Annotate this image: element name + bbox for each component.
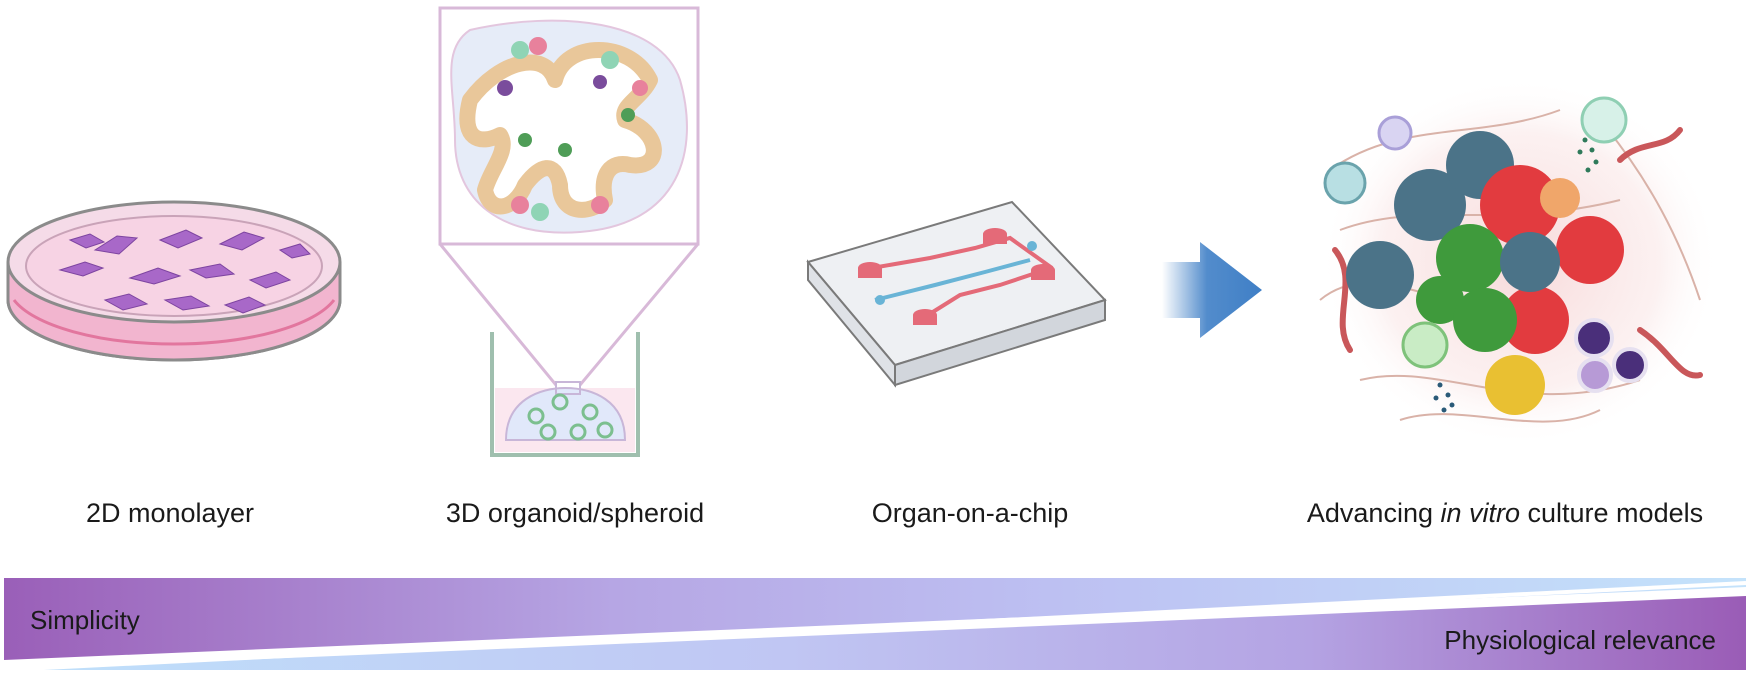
label-advancing-italic: in vitro [1440,498,1521,528]
spheroid-icon [527,393,614,441]
simplicity-label: Simplicity [30,605,140,635]
label-advancing-after: culture models [1520,498,1704,528]
cytokine-icon [1577,137,1599,173]
label-monolayer: 2D monolayer [85,498,255,528]
label-organ-on-chip: Organ-on-a-chip [871,498,1069,528]
immune-cell-icon [1323,96,1648,393]
organoid-icon [438,6,700,457]
gradient-bar [3,578,1747,672]
organoid-cell-icon [497,37,648,221]
microfluidic-chip-icon [806,200,1107,388]
tumor-cell-icon [1346,131,1624,415]
chip-port-icon [858,228,1055,325]
cell-icon [58,229,311,314]
label-advancing-before: Advancing [1306,498,1441,528]
tumor-microenvironment-icon [1319,77,1720,447]
petri-dish-icon [6,200,342,362]
arrow-right-icon [1162,242,1262,338]
label-advancing-models: Advancing in vitro culture models [1270,498,1740,538]
physiological-relevance-label: Physiological relevance [1444,625,1716,655]
label-organoid: 3D organoid/spheroid [445,498,705,528]
